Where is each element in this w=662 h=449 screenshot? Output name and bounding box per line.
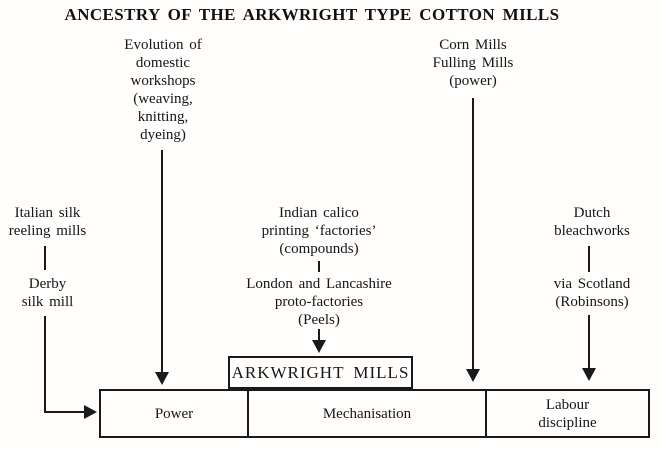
text-line: Derby [28, 276, 67, 292]
text-line: dyeing) [140, 127, 186, 143]
arkwright-mills-label: ARKWRIGHT MILLS [231, 362, 410, 382]
text-line: printing ‘factories’ [261, 223, 377, 239]
foundation-box: Power Mechanisation Labour discipline [99, 389, 650, 438]
node-via-scotland: via Scotland (Robinsons) [522, 275, 662, 311]
text-line: Corn Mills [439, 37, 507, 53]
arrow-shaft [161, 150, 163, 374]
cell-labour-discipline: Labour discipline [487, 391, 648, 436]
node-london-lancashire: London and Lancashire proto-factories (P… [214, 275, 424, 329]
node-evolution-workshops: Evolution of domestic workshops (weaving… [83, 36, 243, 144]
arrow-shaft [44, 316, 46, 413]
arkwright-mills-box: ARKWRIGHT MILLS [228, 356, 413, 389]
text-line: bleachworks [554, 223, 630, 239]
text-line: reeling mills [8, 223, 87, 239]
arrowhead-down-icon [582, 368, 596, 381]
text-line: domestic [135, 55, 191, 71]
arrow-shaft [44, 411, 86, 413]
text-line: workshops [130, 73, 196, 89]
node-dutch-bleachworks: Dutch bleachworks [522, 204, 662, 240]
arrowhead-down-icon [312, 340, 326, 353]
arrow-shaft [588, 315, 590, 369]
text-line: Evolution of [124, 37, 202, 53]
text-line: (compounds) [279, 241, 359, 257]
text-line: knitting, [137, 109, 189, 125]
node-italian-silk: Italian silk reeling mills [0, 204, 95, 240]
text-line: Mechanisation [322, 405, 412, 422]
arrow-shaft [472, 98, 474, 371]
text-line: Labour [545, 396, 590, 413]
text-line: Power [154, 405, 194, 422]
diagram-title: ANCESTRY OF THE ARKWRIGHT TYPE COTTON MI… [64, 5, 560, 24]
text-line: (Peels) [298, 312, 340, 328]
text-line: (weaving, [133, 91, 193, 107]
node-corn-fulling-mills: Corn Mills Fulling Mills (power) [393, 36, 553, 90]
text-line: discipline [538, 414, 597, 431]
arrowhead-down-icon [466, 369, 480, 382]
text-line: Indian calico [279, 205, 359, 221]
node-indian-calico: Indian calico printing ‘factories’ (comp… [229, 204, 409, 258]
arrowhead-right-icon [84, 405, 97, 419]
connector-line [588, 246, 590, 272]
text-line: via Scotland [553, 276, 631, 292]
arrowhead-down-icon [155, 372, 169, 385]
text-line: silk mill [21, 294, 74, 310]
node-derby-silk-mill: Derby silk mill [0, 275, 95, 311]
text-line: Fulling Mills [432, 55, 514, 71]
text-line: proto-factories [274, 294, 364, 310]
connector-line [44, 246, 46, 270]
cell-mechanisation: Mechanisation [249, 391, 487, 436]
arrow-shaft [318, 329, 320, 342]
text-line: London and Lancashire [246, 276, 392, 292]
cell-power: Power [101, 391, 249, 436]
text-line: Italian silk [14, 205, 81, 221]
text-line: (Robinsons) [555, 294, 629, 310]
text-line: (power) [449, 73, 497, 89]
connector-line [318, 261, 320, 272]
text-line: Dutch [573, 205, 611, 221]
